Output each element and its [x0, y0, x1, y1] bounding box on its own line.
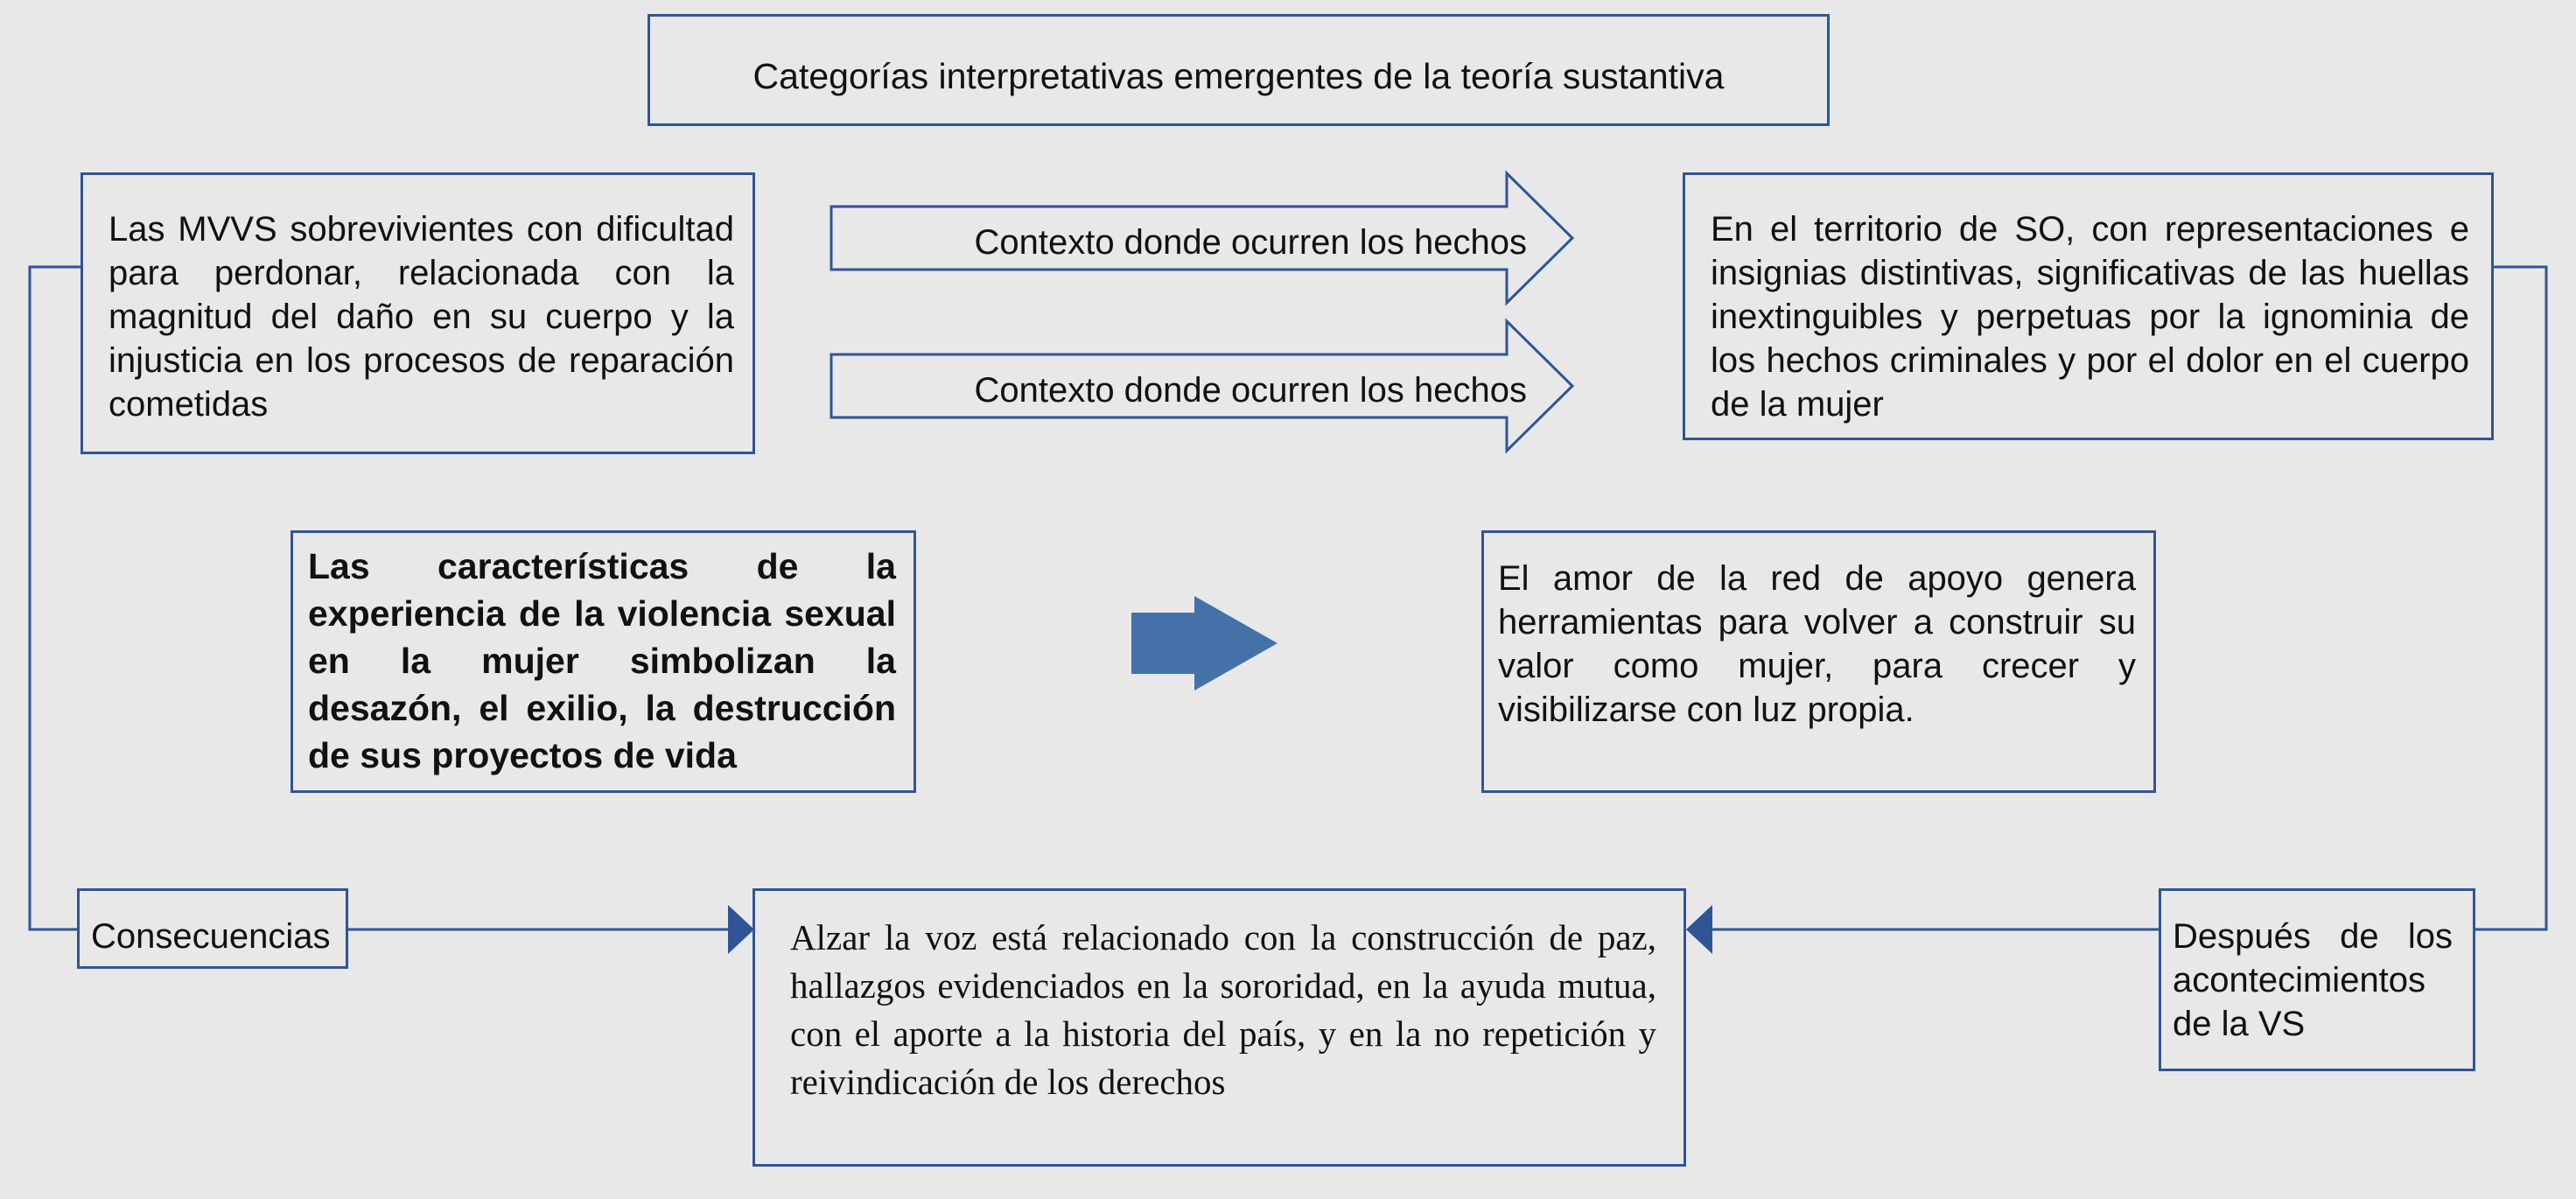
bottom-center-text: Alzar la voz está relacionado con la con…: [790, 917, 1656, 1102]
after-events-arrowhead: [1686, 905, 1712, 954]
middle-left-box: [290, 530, 916, 793]
middle-right-box: [1481, 530, 2156, 793]
left-loop-connector: [28, 265, 80, 931]
diagram-title: Categorías interpretativas emergentes de…: [752, 56, 1725, 96]
after-events-box: [2159, 888, 2475, 1071]
context-arrow-label-2: Contexto donde ocurren los hechos: [974, 371, 1527, 410]
title-box: [648, 14, 1830, 126]
context-arrow-1: [830, 170, 1575, 306]
right-loop-connector: [2474, 265, 2548, 931]
middle-right-text: El amor de la red de apoyo genera herram…: [1498, 559, 2136, 729]
after-events-label: Después de los acontecimientos de la VS: [2173, 917, 2453, 1043]
bottom-center-box: [752, 888, 1686, 1167]
top-right-text: En el territorio de SO, con representaci…: [1711, 210, 2469, 424]
top-left-box: [80, 172, 755, 454]
top-right-box: [1683, 172, 2494, 440]
middle-left-text: Las características de la experiencia de…: [308, 546, 896, 775]
consequences-label: Consecuencias: [91, 917, 331, 956]
top-left-text: Las MVVS sobrevivientes con dificultad p…: [108, 210, 734, 424]
context-arrow-label-1: Contexto donde ocurren los hechos: [974, 223, 1527, 262]
consequences-box: [77, 888, 348, 969]
center-solid-arrow: [1131, 596, 1278, 691]
consequences-arrowhead: [728, 905, 754, 954]
context-arrow-2: [830, 318, 1575, 454]
